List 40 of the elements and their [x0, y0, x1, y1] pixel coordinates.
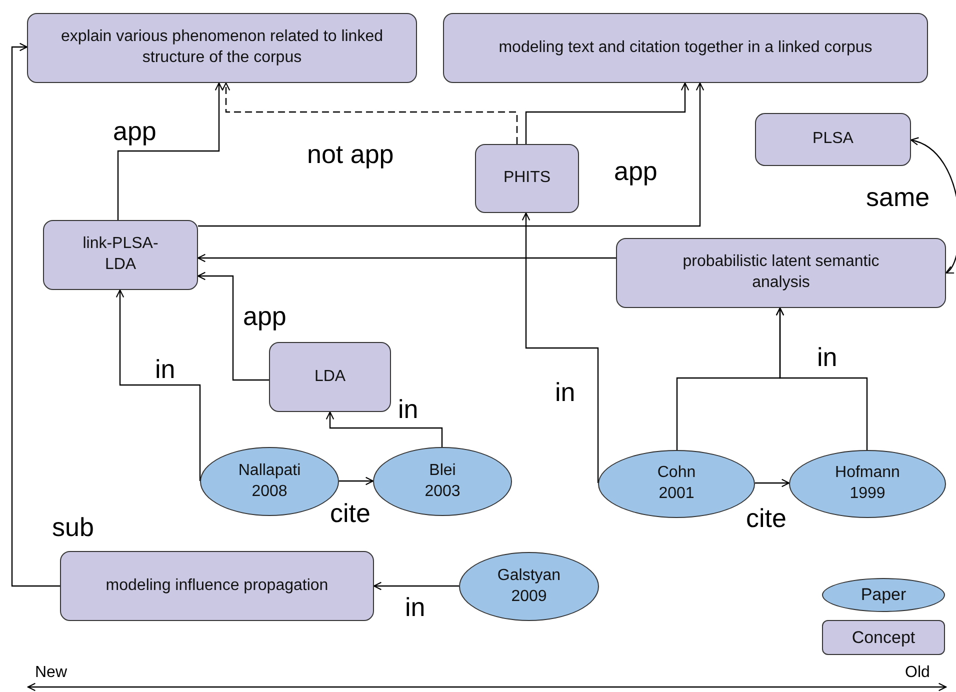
concept-box: [443, 13, 928, 83]
concept-box: [43, 220, 198, 290]
node-label: probabilistic latent semantic analysis: [682, 252, 880, 293]
arrow: [326, 411, 443, 447]
arrow: [910, 138, 956, 274]
concept-box: [616, 238, 946, 308]
node-label: modeling text and citation together in a linked corpus: [498, 38, 872, 58]
node-label: explain various phenomenon related to linked structure of the corpus: [60, 27, 384, 68]
node-label: Galstyan 2009: [496, 566, 562, 606]
arrow: [197, 272, 269, 381]
arrow: [222, 82, 518, 144]
arrow: [11, 42, 60, 587]
arrow: [373, 582, 459, 590]
concept-box: [755, 113, 911, 166]
node-label: Blei 2003: [424, 460, 462, 502]
timeline-label: New: [35, 664, 68, 682]
arrow: [197, 254, 616, 262]
legend-swatch: Concept: [822, 620, 945, 655]
arrow: [117, 82, 224, 220]
arrow: [525, 82, 690, 144]
node-label: link-PLSA-LDA: [82, 234, 159, 275]
timeline-label: Old: [905, 664, 930, 682]
legend-swatch: Paper: [822, 578, 945, 612]
arrow: [116, 289, 201, 481]
node-label: LDA: [314, 366, 346, 387]
arrow: [198, 82, 704, 227]
arrow: [522, 212, 599, 483]
node-label: Cohn 2001: [656, 463, 697, 504]
node-label: Nallapati 2008: [237, 460, 302, 502]
arrow: [754, 478, 790, 488]
node-label: PLSA: [812, 129, 854, 150]
node-label: PHITS: [503, 168, 551, 188]
node-label: Hofmann 1999: [834, 463, 901, 504]
concept-box: [475, 144, 579, 213]
concept-box: [60, 551, 374, 621]
arrow: [339, 476, 374, 486]
node-label: modeling influence propagation: [106, 576, 328, 596]
concept-box: [269, 342, 391, 412]
concept-box: [27, 13, 417, 83]
arrow: [776, 307, 868, 450]
